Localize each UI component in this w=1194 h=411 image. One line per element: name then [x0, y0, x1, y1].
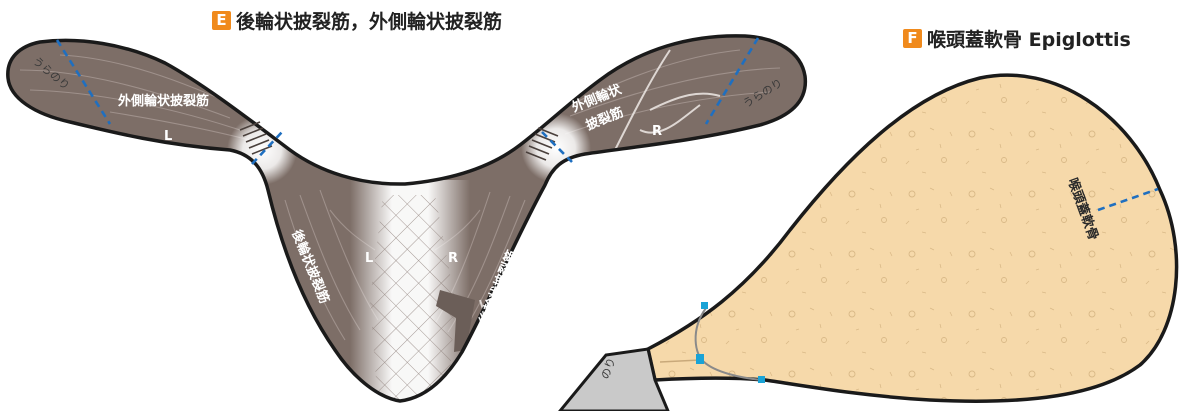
side-label-r-top: R [652, 124, 662, 139]
attachment-line [659, 359, 701, 363]
label-lateral-left: 外側輪状披裂筋 [117, 93, 209, 109]
section-f-badge: F [903, 29, 922, 48]
side-label-l-center: L [365, 251, 373, 266]
joint-ticks-left [239, 121, 273, 155]
fold-line-f [1097, 187, 1159, 212]
side-label-l-top: L [164, 129, 172, 144]
side-label-r-center: R [448, 251, 458, 266]
attachment-marker-mid [696, 354, 704, 364]
attachment-marker-bottom [758, 376, 765, 383]
muscle-shape [6, 34, 808, 403]
glue-tab [558, 347, 670, 411]
section-e-badge: E [212, 11, 231, 30]
joint-ticks-right [525, 127, 559, 161]
fold-lines-e [55, 37, 760, 165]
attachment-marker-top [701, 302, 708, 309]
epiglottis-cartilage-shape [645, 73, 1179, 403]
section-e-title: 後輪状披裂筋，外側輪状披裂筋 [236, 11, 503, 33]
section-e-heading: E 後輪状披裂筋，外側輪状披裂筋 [212, 7, 502, 34]
section-f-title: 喉頭蓋軟骨 Epiglottis [927, 29, 1131, 51]
section-f-heading: F 喉頭蓋軟骨 Epiglottis [903, 25, 1131, 52]
